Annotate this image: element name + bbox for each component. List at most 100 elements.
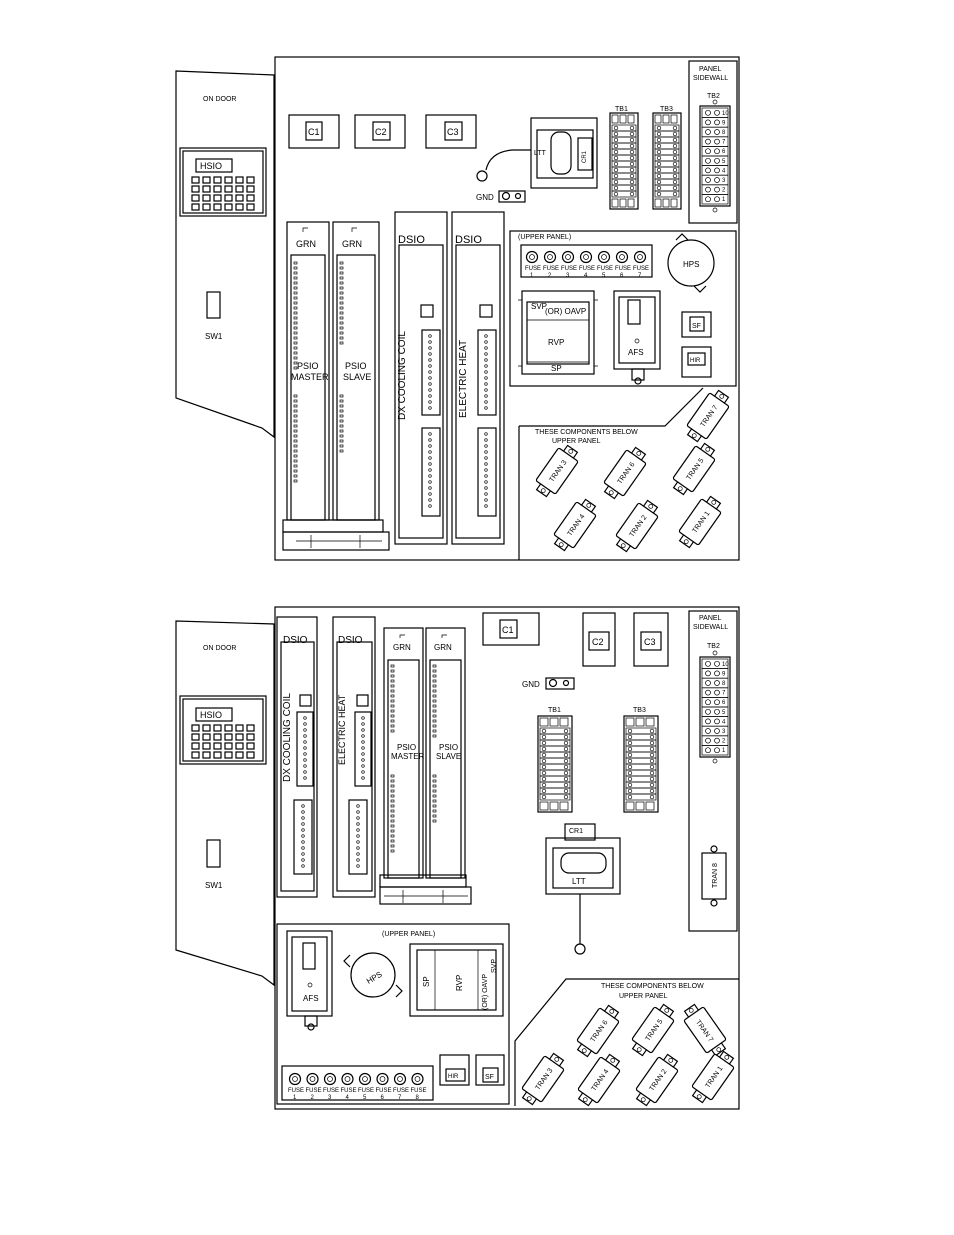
top-diagram: ON DOOR HSIO SW1 C1 C2 C3 xyxy=(175,56,740,561)
tb2-screw xyxy=(705,718,711,725)
terminal-cap xyxy=(619,198,627,208)
hsio-keypad: HSIO xyxy=(179,147,267,217)
terminal-screw xyxy=(629,137,635,143)
terminal-screw xyxy=(613,125,619,131)
terminal-block-frame xyxy=(537,715,573,813)
connector-pin xyxy=(356,846,360,850)
terminal-screw xyxy=(672,161,678,167)
svg-text:PSIO: PSIO xyxy=(297,361,319,371)
pin xyxy=(432,699,437,703)
tb2-screw xyxy=(714,167,720,174)
keypad-key xyxy=(213,185,222,193)
tb2-screw xyxy=(714,689,720,696)
terminal-screw xyxy=(563,764,569,770)
pin xyxy=(432,704,437,708)
pin xyxy=(293,296,298,300)
terminal-screw xyxy=(613,155,619,161)
tb2-terminal-number: 4 xyxy=(722,719,726,725)
fuse-number: 7 xyxy=(638,273,642,279)
connector-pin xyxy=(303,728,307,732)
pin xyxy=(339,306,344,310)
pin xyxy=(390,694,395,698)
connector-pin xyxy=(484,432,488,436)
tb2-screw xyxy=(714,708,720,715)
gnd-lug-2 xyxy=(545,677,575,690)
connector-pin xyxy=(356,840,360,844)
fuse-label: FUSE xyxy=(543,266,559,272)
sf-relay: SF xyxy=(681,311,712,338)
pin xyxy=(390,679,395,683)
upper-panel-outline-2 xyxy=(276,923,510,1105)
tb2-frame xyxy=(699,656,731,758)
connector-pin xyxy=(356,822,360,826)
terminal xyxy=(625,745,657,753)
terminal-cap xyxy=(627,198,635,208)
terminal xyxy=(625,793,657,801)
terminal-screw xyxy=(541,758,547,764)
tb2-terminal-number: 5 xyxy=(722,159,726,165)
connector-pin xyxy=(484,394,488,398)
keypad-key xyxy=(191,203,200,211)
pin xyxy=(293,321,298,325)
tb2-screw xyxy=(714,148,720,155)
pin xyxy=(339,336,344,340)
pin xyxy=(339,414,344,418)
terminal-cap xyxy=(611,198,619,208)
connector-pin xyxy=(484,370,488,374)
connector-pin xyxy=(428,334,432,338)
psio-slave-module-2: GRN PSIO SLAVE xyxy=(425,627,466,879)
sw1-switch-2 xyxy=(206,839,221,868)
tb2-screw xyxy=(714,737,720,744)
terminal xyxy=(539,739,571,747)
terminal-screw xyxy=(627,728,633,734)
terminal-screw xyxy=(649,776,655,782)
pin xyxy=(432,664,437,668)
svg-text:C2: C2 xyxy=(375,127,387,137)
pin xyxy=(432,784,437,788)
terminal xyxy=(539,775,571,783)
pin xyxy=(390,809,395,813)
pin xyxy=(390,824,395,828)
svg-text:DSIO: DSIO xyxy=(398,234,425,246)
keypad-key xyxy=(202,742,211,750)
psio-pin-strips xyxy=(293,261,344,483)
dsio-electric-heat-module: DSIO ELECTRIC HEAT xyxy=(451,211,505,545)
fuse-number: 6 xyxy=(381,1095,385,1101)
svg-text:C2: C2 xyxy=(592,637,604,647)
terminal-screw xyxy=(563,752,569,758)
keypad-key xyxy=(235,742,244,750)
pin xyxy=(339,326,344,330)
terminal-screw xyxy=(629,179,635,185)
connector-pin xyxy=(361,752,365,756)
svg-text:HSIO: HSIO xyxy=(200,710,222,720)
svg-text:(OR) OAVP: (OR) OAVP xyxy=(482,974,489,1010)
pin xyxy=(390,729,395,733)
pin xyxy=(293,356,298,360)
pin xyxy=(390,794,395,798)
pin xyxy=(390,844,395,848)
fuse-label: FUSE xyxy=(411,1088,427,1094)
fuse-cap xyxy=(327,1076,333,1082)
connector-pin xyxy=(428,364,432,368)
terminal-screw xyxy=(627,782,633,788)
terminal-cap xyxy=(670,198,678,208)
fuse-cap xyxy=(344,1076,351,1082)
terminal-block-tb3 xyxy=(652,112,682,210)
terminal-screw xyxy=(672,137,678,143)
pin xyxy=(339,444,344,448)
terminal-screw xyxy=(541,746,547,752)
tb2-screw xyxy=(705,680,711,686)
tb2-terminal-number: 1 xyxy=(722,197,726,203)
terminal xyxy=(539,781,571,789)
pin xyxy=(293,271,298,275)
hsio-keys-2 xyxy=(191,724,255,759)
transformer-tran-5: TRAN 5 xyxy=(672,442,716,496)
terminal-cap xyxy=(539,717,549,727)
hsio-keypad-2: HSIO xyxy=(179,695,267,765)
dsio-connector-pins xyxy=(428,334,488,508)
fuse-label: FUSE xyxy=(341,1088,357,1094)
connector-pin xyxy=(361,722,365,726)
terminal xyxy=(625,787,657,795)
terminal xyxy=(539,763,571,771)
tb2-screw xyxy=(705,138,711,145)
